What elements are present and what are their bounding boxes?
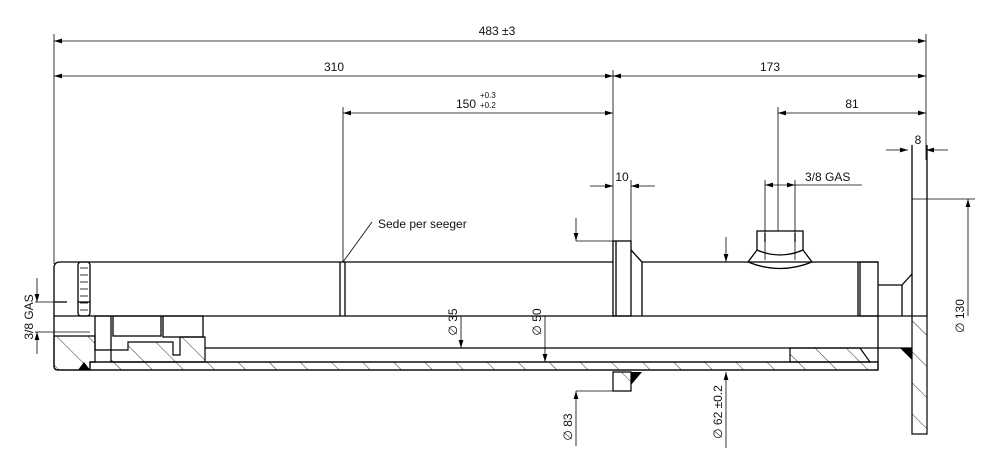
dim-overall-length: 483 ±3 bbox=[479, 24, 516, 38]
dim-port-thread-right: 3/8 GAS bbox=[805, 170, 850, 184]
dim-plate-diameter: ∅ 130 bbox=[953, 299, 967, 333]
dim-flange-thickness: 10 bbox=[615, 170, 629, 184]
dim-port-distance: 81 bbox=[845, 97, 859, 111]
seeger-note: Sede per seeger bbox=[378, 217, 467, 231]
extension-lines bbox=[53, 34, 975, 392]
hatched-sections bbox=[53, 145, 928, 435]
dim-body-length: 310 bbox=[324, 60, 344, 74]
dim-flange-diameter: ∅ 83 bbox=[561, 413, 575, 440]
dimension-lines bbox=[34, 38, 971, 448]
dim-seeger-distance: 150 bbox=[456, 97, 476, 111]
dim-port-thread-left: 3/8 GAS bbox=[22, 294, 36, 339]
dim-seeger-tol-upper: +0.3 bbox=[480, 91, 496, 100]
dim-plate-thickness: 8 bbox=[915, 133, 922, 147]
dim-tube-diameter: ∅ 62 ±0.2 bbox=[711, 385, 725, 439]
dim-seeger-tol-lower: +0.2 bbox=[480, 101, 496, 110]
dim-head-length: 173 bbox=[760, 60, 780, 74]
dim-bore-diameter: ∅ 50 bbox=[530, 308, 544, 335]
dim-rod-diameter: ∅ 35 bbox=[446, 308, 460, 335]
